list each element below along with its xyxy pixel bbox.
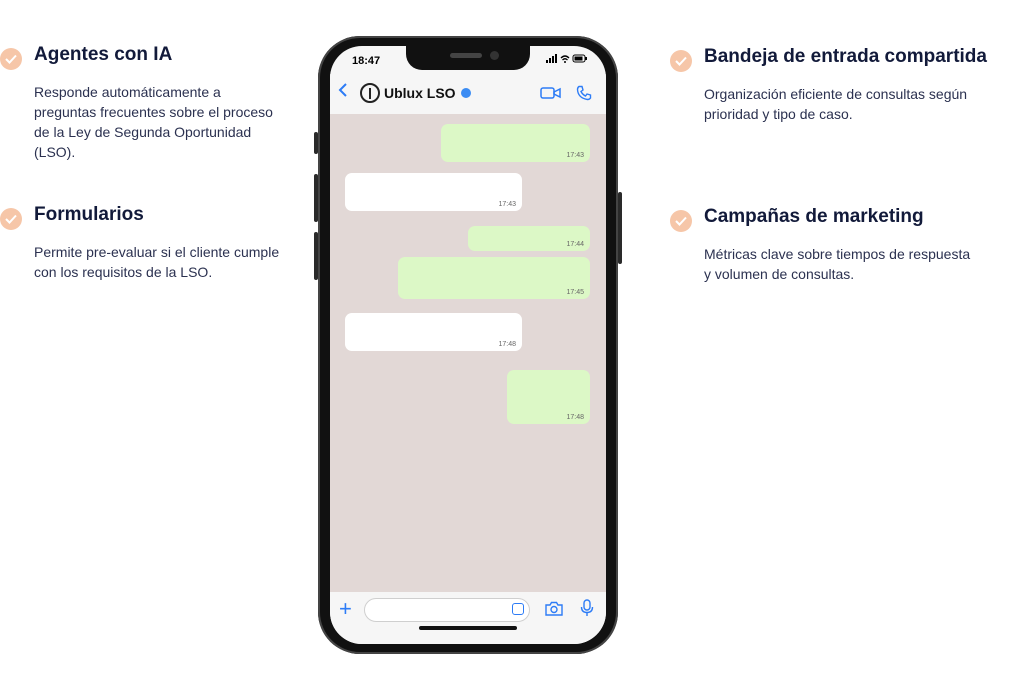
message-bubble-incoming[interactable]: 17:43 xyxy=(345,173,522,211)
feature-title: Campañas de marketing xyxy=(704,206,924,227)
chat-header: Ublux LSO xyxy=(330,74,606,114)
verified-icon xyxy=(461,88,471,98)
battery-icon xyxy=(572,54,587,63)
message-bubble-outgoing[interactable]: 17:48 xyxy=(507,370,590,424)
message-input[interactable] xyxy=(364,598,530,622)
feature-description: Responde automáticamente a preguntas fre… xyxy=(34,84,273,160)
feature-formularios: Formularios Permite pre-evaluar si el cl… xyxy=(0,204,280,282)
home-indicator xyxy=(419,626,517,630)
feature-agentes-ia: Agentes con IA Responde automáticamente … xyxy=(0,44,280,162)
volume-down-button xyxy=(314,232,318,280)
plus-icon[interactable]: + xyxy=(339,596,352,621)
chat-area[interactable]: 17:43 17:43 17:44 17:45 17:48 17:48 xyxy=(330,114,606,592)
front-camera xyxy=(490,51,499,60)
feature-title: Agentes con IA xyxy=(34,44,173,65)
check-icon xyxy=(670,50,692,72)
message-bubble-incoming[interactable]: 17:48 xyxy=(345,313,522,351)
mic-icon[interactable] xyxy=(580,599,594,622)
phone-mockup: 18:47 Ublux LSO xyxy=(314,36,622,654)
message-time: 17:43 xyxy=(566,152,584,159)
speaker xyxy=(450,53,482,58)
camera-icon[interactable] xyxy=(545,601,563,621)
sticker-icon[interactable] xyxy=(512,603,524,615)
input-bar: + xyxy=(330,592,606,644)
feature-description: Permite pre-evaluar si el cliente cumple… xyxy=(34,244,280,280)
message-time: 17:43 xyxy=(498,201,516,208)
phone-screen: 18:47 Ublux LSO xyxy=(330,46,606,644)
power-button xyxy=(618,192,622,264)
check-icon xyxy=(0,48,22,70)
status-time: 18:47 xyxy=(352,55,381,67)
phone-call-icon[interactable] xyxy=(576,85,592,106)
feature-bandeja-entrada: Bandeja de entrada compartida Organizaci… xyxy=(670,46,1024,124)
signal-icon xyxy=(546,54,557,63)
silent-switch xyxy=(314,132,318,154)
contact-name[interactable]: Ublux LSO xyxy=(384,85,456,101)
avatar[interactable] xyxy=(360,83,380,103)
video-call-icon[interactable] xyxy=(540,86,562,105)
message-bubble-outgoing[interactable]: 17:43 xyxy=(441,124,590,162)
volume-up-button xyxy=(314,174,318,222)
message-bubble-outgoing[interactable]: 17:45 xyxy=(398,257,590,299)
feature-description: Organización eficiente de consultas segú… xyxy=(704,86,968,122)
message-time: 17:45 xyxy=(566,289,584,296)
back-icon[interactable] xyxy=(338,82,348,103)
notch xyxy=(406,46,530,70)
check-icon xyxy=(670,210,692,232)
message-time: 17:48 xyxy=(566,414,584,421)
feature-title: Formularios xyxy=(34,204,144,225)
message-bubble-outgoing[interactable]: 17:44 xyxy=(468,226,590,251)
check-icon xyxy=(0,208,22,230)
feature-title: Bandeja de entrada compartida xyxy=(704,46,987,67)
feature-campanas-marketing: Campañas de marketing Métricas clave sob… xyxy=(670,206,1024,284)
feature-description: Métricas clave sobre tiempos de respuest… xyxy=(704,246,971,282)
message-time: 17:48 xyxy=(498,341,516,348)
status-icons xyxy=(546,54,588,66)
wifi-icon xyxy=(560,55,570,63)
message-time: 17:44 xyxy=(566,241,584,248)
